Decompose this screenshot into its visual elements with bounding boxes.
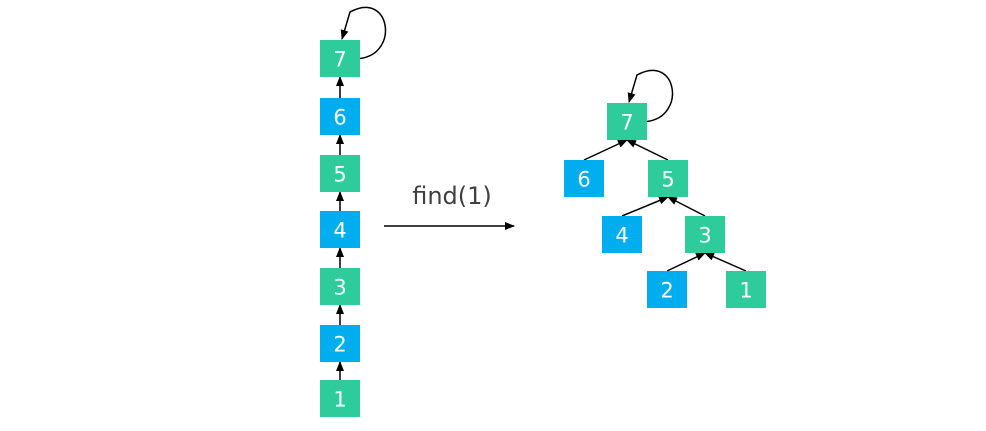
after-tree: 7 6 5 4 3 2 1	[564, 103, 766, 308]
after-node-7-box	[607, 103, 647, 140]
after-root-self-loop	[627, 69, 674, 123]
after-node-4-box	[602, 216, 642, 253]
after-edge-5-to-7	[626, 139, 669, 161]
before-node-6-box	[320, 98, 360, 135]
after-node-6-box	[564, 160, 604, 197]
after-node-1-box	[726, 271, 766, 308]
before-node-6-label: 6	[333, 106, 346, 130]
after-node-7: 7	[607, 103, 647, 140]
after-edge-2-to-3	[666, 252, 706, 272]
after-edge-4-to-5	[621, 196, 669, 217]
after-node-5-label: 5	[661, 168, 674, 192]
before-node-4-box	[320, 211, 360, 248]
after-node-3-box	[685, 216, 725, 253]
before-node-5-box	[320, 155, 360, 192]
before-node-7: 7	[320, 40, 360, 77]
after-node-1: 1	[726, 271, 766, 308]
before-node-4-label: 4	[333, 219, 346, 243]
after-node-4-label: 4	[615, 224, 628, 248]
after-tree-edges	[583, 69, 747, 272]
after-node-3: 3	[685, 216, 725, 253]
before-node-1: 1	[320, 380, 360, 417]
before-node-2-box	[320, 325, 360, 362]
before-node-1-label: 1	[333, 388, 346, 412]
before-node-2: 2	[320, 325, 360, 362]
after-node-5-box	[648, 160, 688, 197]
after-node-4: 4	[602, 216, 642, 253]
before-node-3: 3	[320, 268, 360, 305]
before-node-5: 5	[320, 155, 360, 192]
after-node-6: 6	[564, 160, 604, 197]
after-node-6-label: 6	[577, 168, 590, 192]
after-node-3-label: 3	[698, 224, 711, 248]
before-root-self-loop	[340, 6, 387, 60]
before-node-7-box	[320, 40, 360, 77]
operation-label: find(1)	[412, 182, 492, 210]
after-node-2-label: 2	[660, 279, 673, 303]
before-node-3-label: 3	[333, 276, 346, 300]
before-node-6: 6	[320, 98, 360, 135]
before-chain-edges	[336, 6, 387, 380]
after-node-2-box	[647, 271, 687, 308]
after-edge-1-to-3	[704, 252, 747, 272]
after-node-2: 2	[647, 271, 687, 308]
before-node-7-label: 7	[333, 48, 346, 72]
before-node-1-box	[320, 380, 360, 417]
after-edge-3-to-5	[667, 196, 706, 217]
before-node-4: 4	[320, 211, 360, 248]
before-node-3-box	[320, 268, 360, 305]
before-chain: 7 6 5 4 3 2 1	[320, 40, 360, 417]
after-edge-6-to-7	[583, 139, 628, 161]
after-node-7-label: 7	[620, 111, 633, 135]
after-node-1-label: 1	[739, 279, 752, 303]
before-node-2-label: 2	[333, 333, 346, 357]
find-operation: find(1)	[384, 182, 515, 230]
after-node-5: 5	[648, 160, 688, 197]
before-node-5-label: 5	[333, 163, 346, 187]
